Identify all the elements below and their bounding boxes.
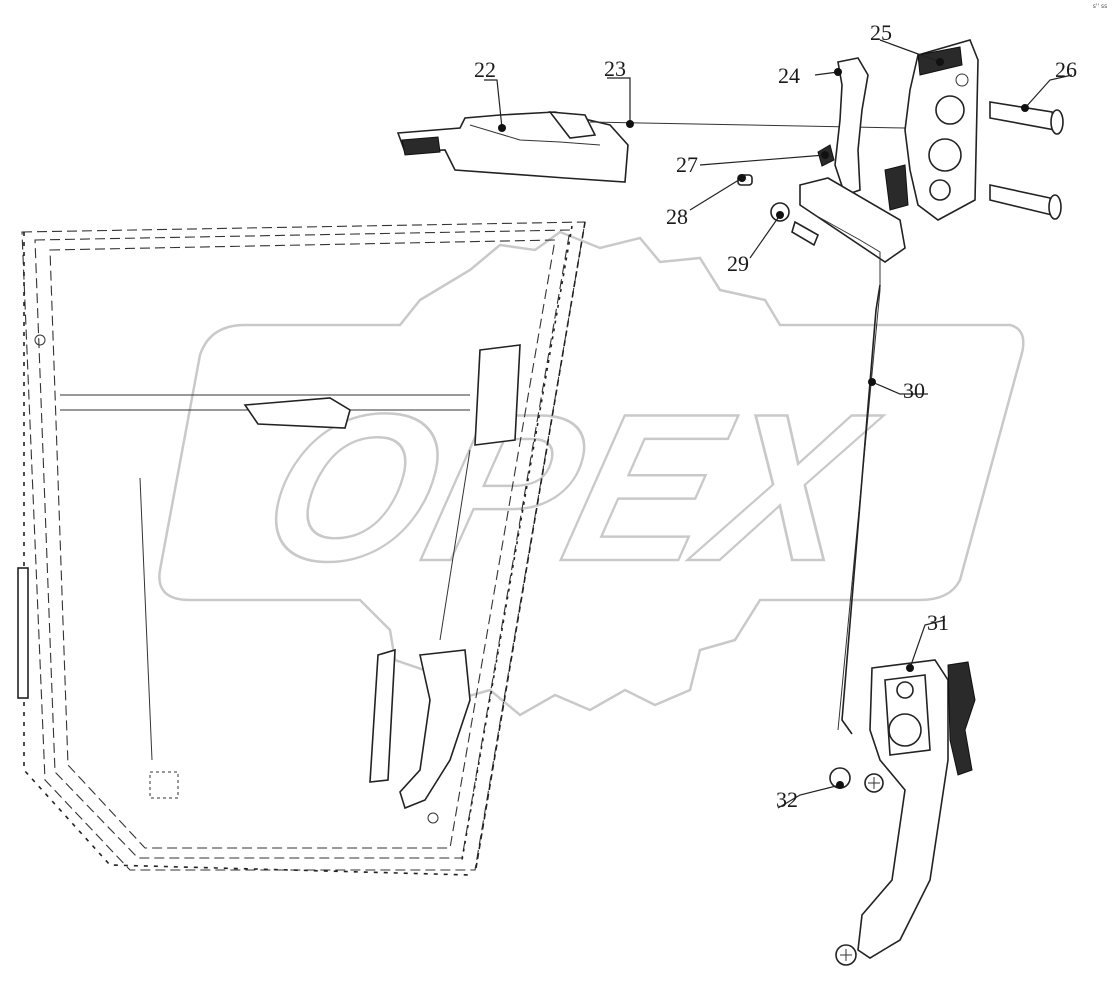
watermark: OPEX [158, 230, 1025, 717]
leader-lines [484, 39, 1073, 809]
part-25-door-lock-assembly [884, 39, 979, 221]
part-30-connecting-rod [841, 284, 881, 735]
callout-24: 24 [778, 63, 800, 88]
callout-26: 26 [1055, 57, 1077, 82]
leader-28 [689, 177, 743, 211]
corner-mark: s'' ss [1093, 3, 1108, 10]
callout-25: 25 [870, 20, 892, 45]
leader-31 [909, 619, 946, 669]
callout-27: 27 [676, 152, 698, 177]
callout-28: 28 [666, 204, 688, 229]
leader-32 [777, 784, 841, 809]
callout-23: 23 [604, 56, 626, 81]
leader-27 [699, 154, 826, 166]
part-22-inner-release-handle [396, 111, 629, 183]
leader-29 [749, 214, 781, 259]
watermark-text: OPEX [242, 371, 895, 605]
callout-30: 30 [903, 378, 925, 403]
callout-22: 22 [474, 57, 496, 82]
leader-30 [871, 381, 928, 395]
callout-labels: 22 23 24 25 26 27 28 29 30 31 32 [474, 20, 1077, 812]
leader-22 [484, 79, 503, 129]
part-26-mounting-screws [989, 101, 1064, 220]
callout-29: 29 [727, 251, 749, 276]
leader-26 [1024, 74, 1073, 109]
leader-23 [607, 77, 631, 124]
watermark-gear-outline [158, 230, 1025, 717]
leader-25 [879, 39, 941, 63]
callout-32: 32 [776, 787, 798, 812]
callout-31: 31 [927, 610, 949, 635]
door-panel [17, 221, 586, 876]
part-31-outer-door-handle [857, 659, 976, 959]
